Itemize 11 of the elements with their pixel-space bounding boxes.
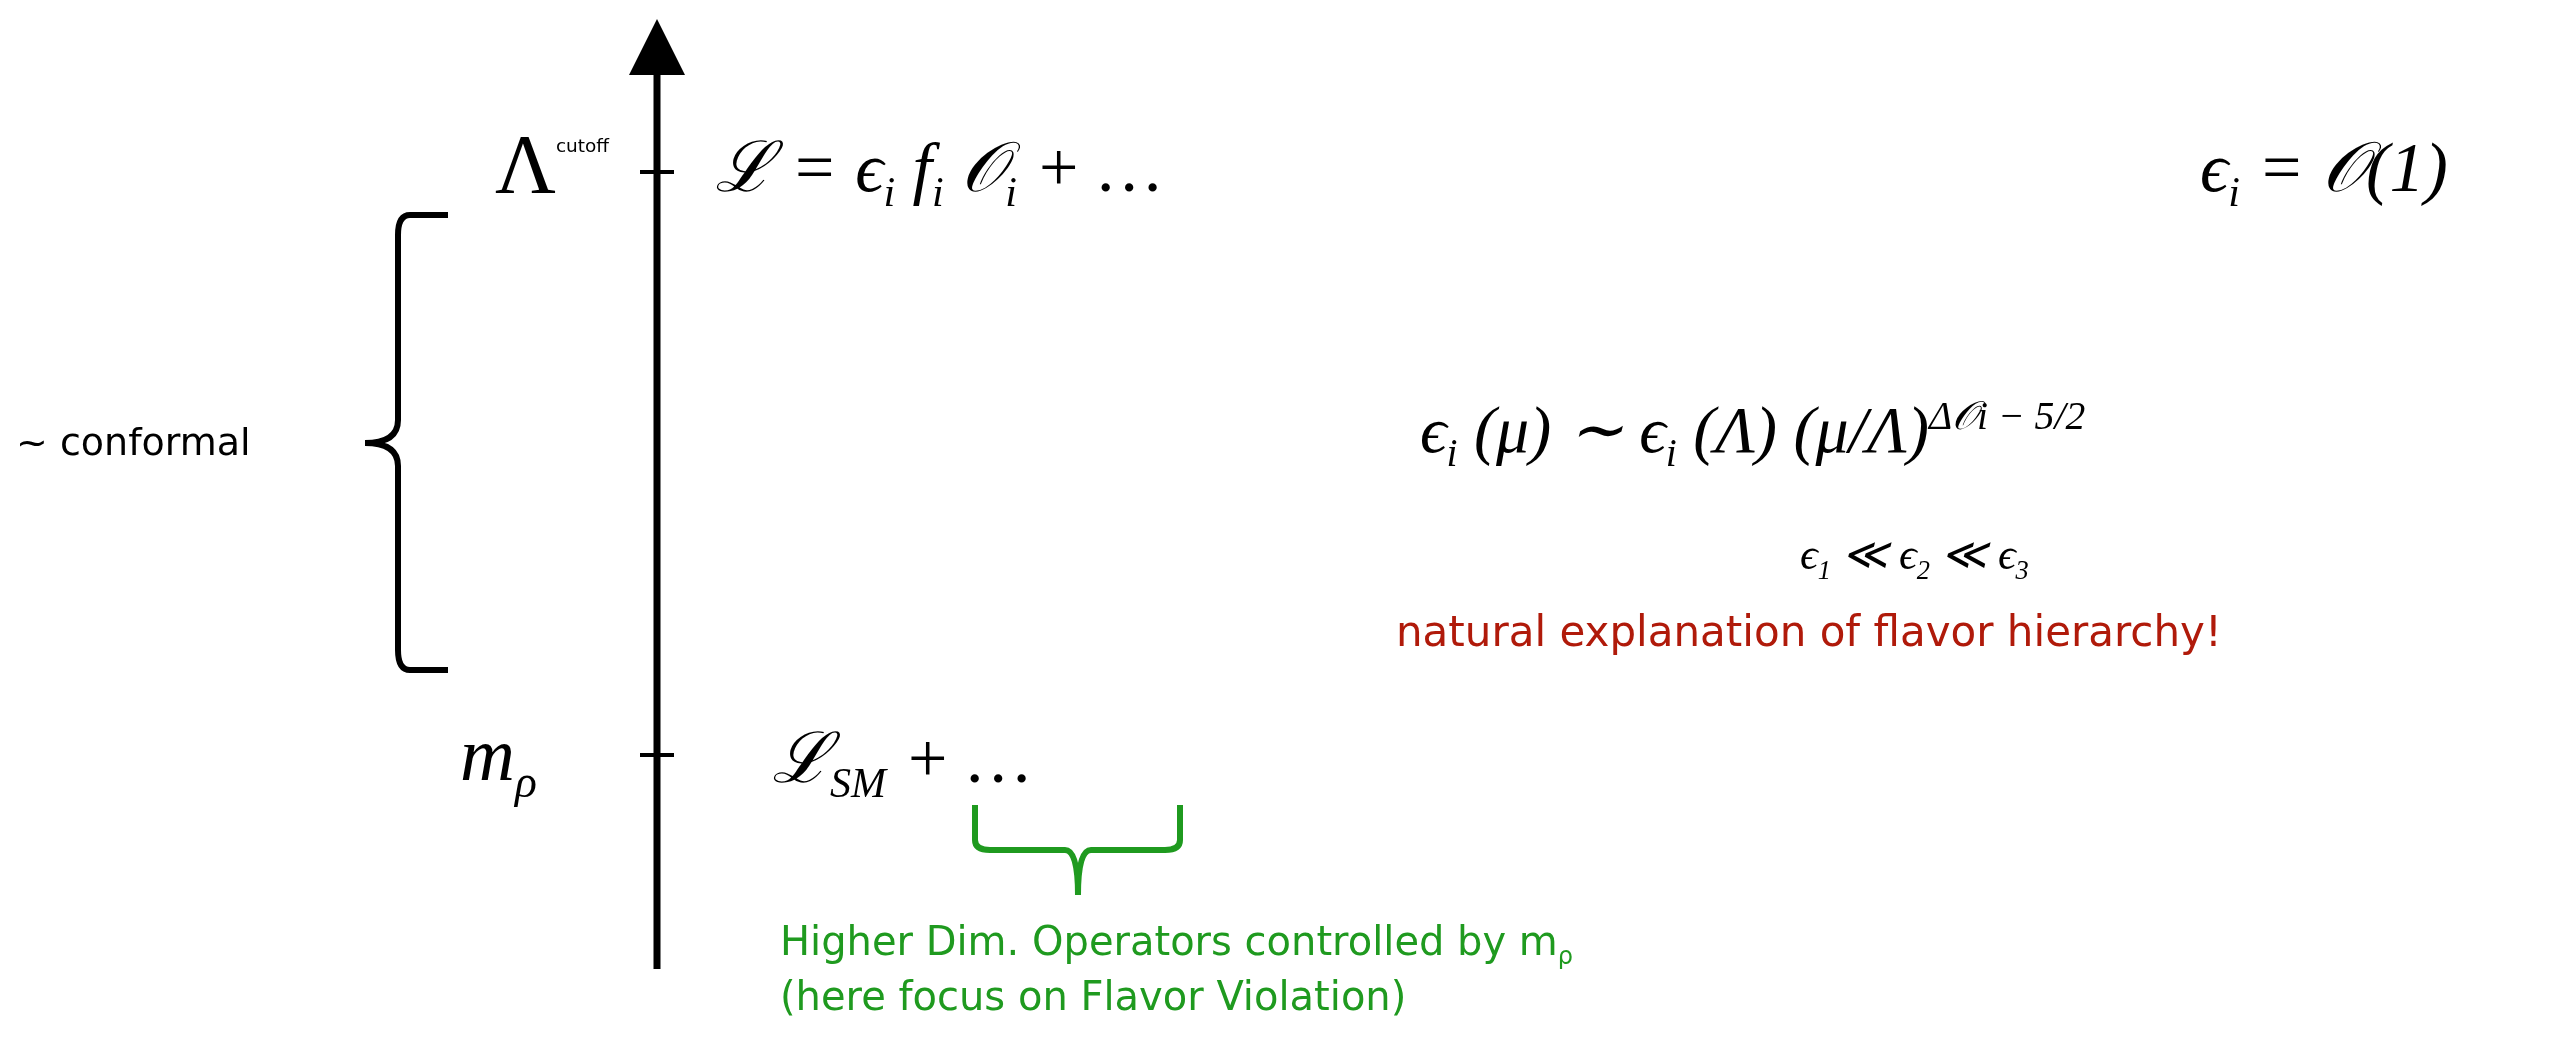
math-label: Λ$^{cutoff}$: [495, 118, 610, 212]
equation: ℒ = ϵ$_{i}$ f$_{i}$ 𝒪$_{i}$ + …: [715, 128, 1162, 216]
math-label: m$_{ρ}$: [460, 713, 537, 807]
equation: ϵ$_{1}$ ≪ ϵ$_{2}$ ≪ ϵ$_{3}$: [1800, 531, 2029, 585]
note-text: Higher Dim. Operators controlled by m$_{ρ}$: [780, 918, 1574, 970]
text-label: ~ conformal: [16, 422, 251, 464]
equation: ϵ$_{i}$ = 𝒪(1): [2200, 128, 2448, 216]
note-text: natural explanation of flavor hierarchy!: [1396, 608, 2222, 656]
equation: ϵ$_{i}$ (μ) ∼ ϵ$_{i}$ (Λ) (μ/Λ)$^{Δ𝒪i − 5/2}$: [1420, 394, 2086, 476]
equation: ℒ$_{SM}$ + …: [772, 719, 1031, 807]
note-text: (here focus on Flavor Violation): [780, 974, 1407, 1018]
